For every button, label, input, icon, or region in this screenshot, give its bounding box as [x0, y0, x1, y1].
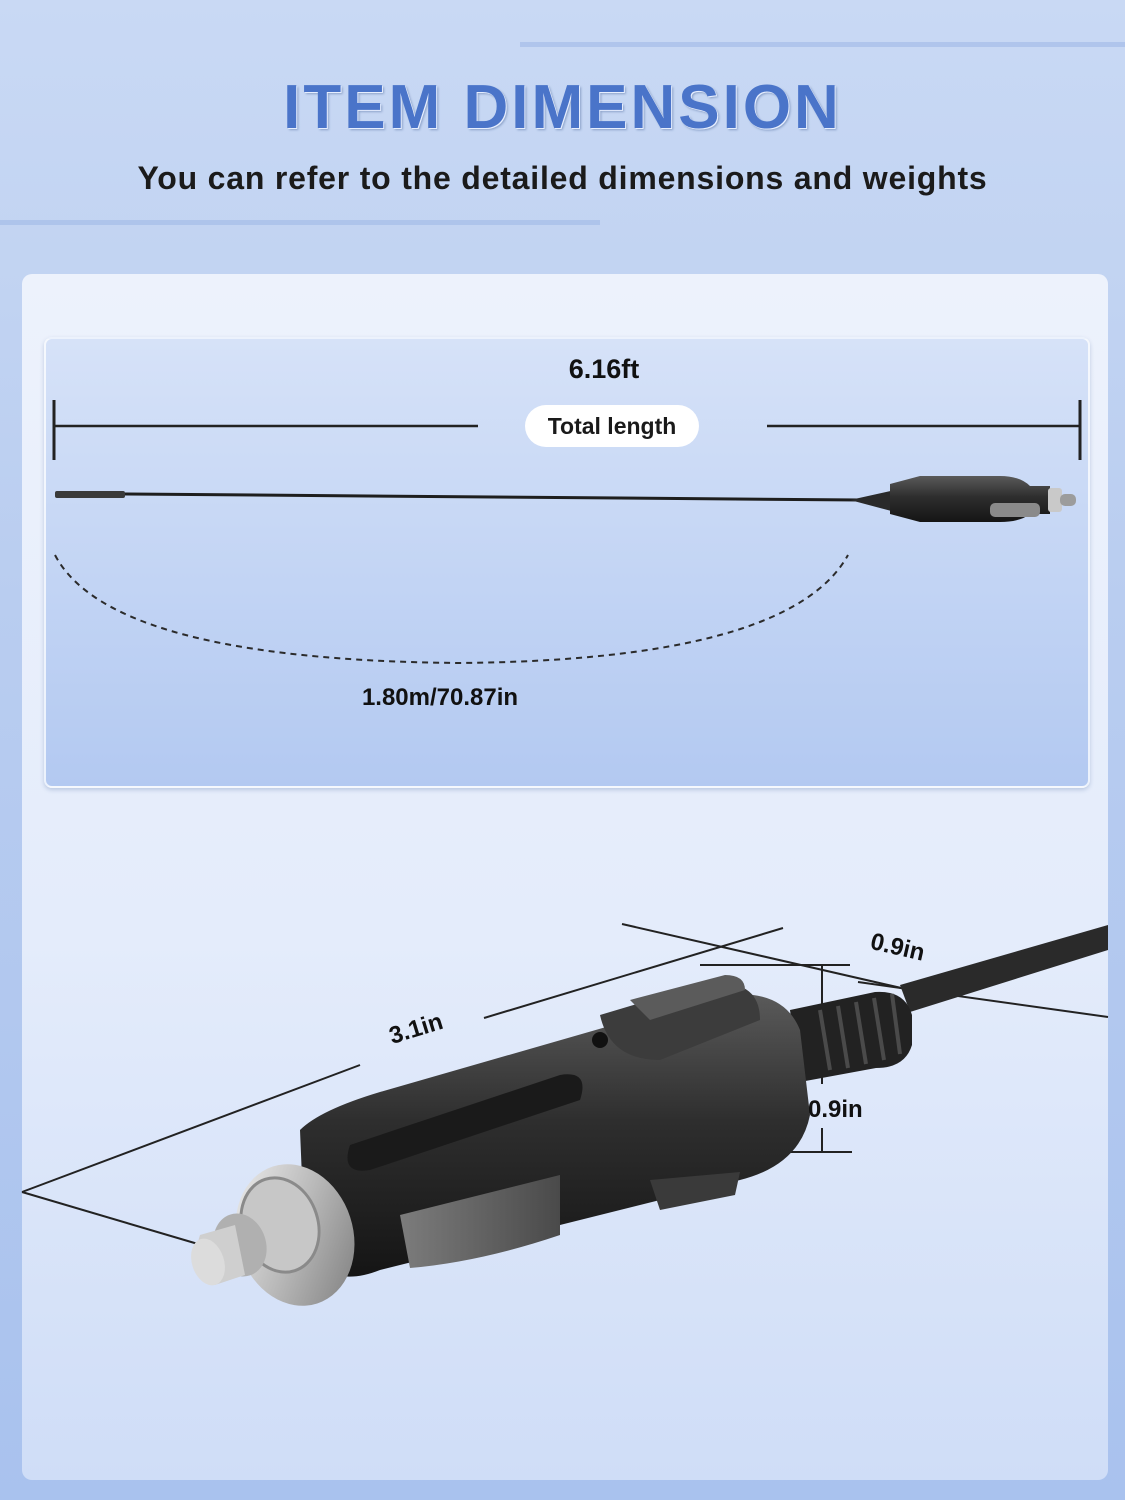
header-decoration-top — [520, 42, 1125, 47]
header-decoration-bottom — [0, 220, 600, 225]
page-title: ITEM DIMENSION — [283, 73, 842, 142]
total-length-label: Total length — [525, 405, 699, 447]
page-subtitle: You can refer to the detailed dimensions… — [137, 160, 988, 196]
cable-overview — [55, 476, 1076, 522]
cable-length-value: 1.80m/70.87in — [361, 684, 519, 711]
total-length-dimension — [52, 400, 1082, 460]
plug-height-label: 0.9in — [808, 1096, 863, 1123]
total-length-value: 6.16ft — [568, 354, 640, 384]
cable-length-arc — [54, 554, 849, 665]
plug-closeup — [191, 925, 1108, 1306]
